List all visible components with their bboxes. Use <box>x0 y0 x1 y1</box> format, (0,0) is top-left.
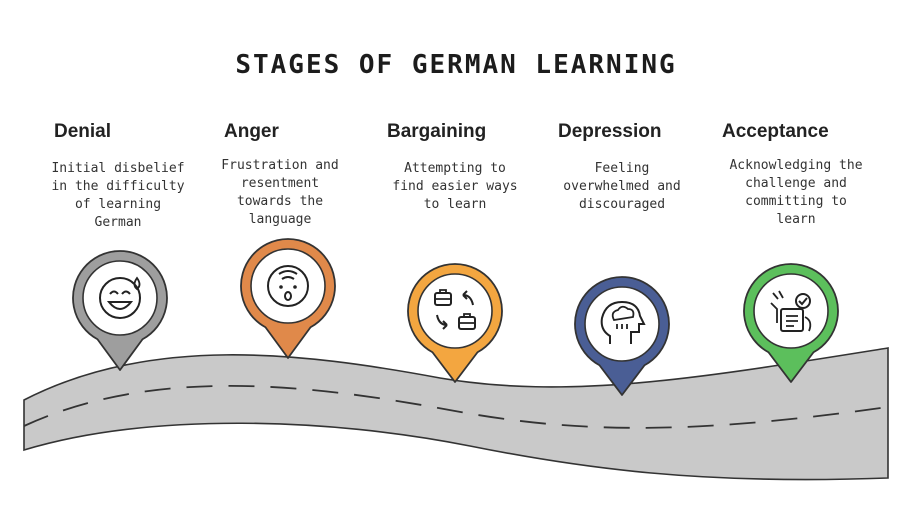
stage-name-anger: Anger <box>224 121 279 142</box>
stage-name-bargaining: Bargaining <box>387 121 487 142</box>
checklist-hand-icon <box>770 290 812 332</box>
stage-pin-anger <box>240 238 336 359</box>
road-center-line <box>23 384 889 429</box>
stage-description-denial: Initial disbelief in the difficulty of l… <box>51 161 185 230</box>
pin-icon-background <box>417 273 493 349</box>
head-raincloud-icon <box>600 300 646 344</box>
pin-icon-background <box>753 273 829 349</box>
exchange-briefcase-icon <box>434 289 476 330</box>
stage-name-acceptance: Acceptance <box>722 121 829 142</box>
sweat-smile-icon <box>99 276 141 319</box>
stage-description-acceptance: Acknowledging the challenge and committi… <box>729 158 863 227</box>
diagram-title: STAGES OF GERMAN LEARNING <box>235 50 677 80</box>
stage-pin-bargaining <box>407 263 503 383</box>
stage-description-anger: Frustration and resentment towards the l… <box>221 158 339 227</box>
pin-icon-background <box>250 248 326 324</box>
stage-pin-depression <box>574 276 670 396</box>
stage-pin-acceptance <box>743 263 839 383</box>
road <box>23 347 889 481</box>
stage-name-denial: Denial <box>54 121 112 142</box>
stage-description-bargaining: Attempting to find easier ways to learn <box>392 161 518 212</box>
stage-pin-denial <box>72 250 168 371</box>
stage-description-depression: Feeling overwhelmed and discouraged <box>563 161 681 212</box>
pin-icon-background <box>82 260 158 336</box>
frustrated-face-icon <box>267 265 309 307</box>
stage-name-depression: Depression <box>558 121 662 142</box>
